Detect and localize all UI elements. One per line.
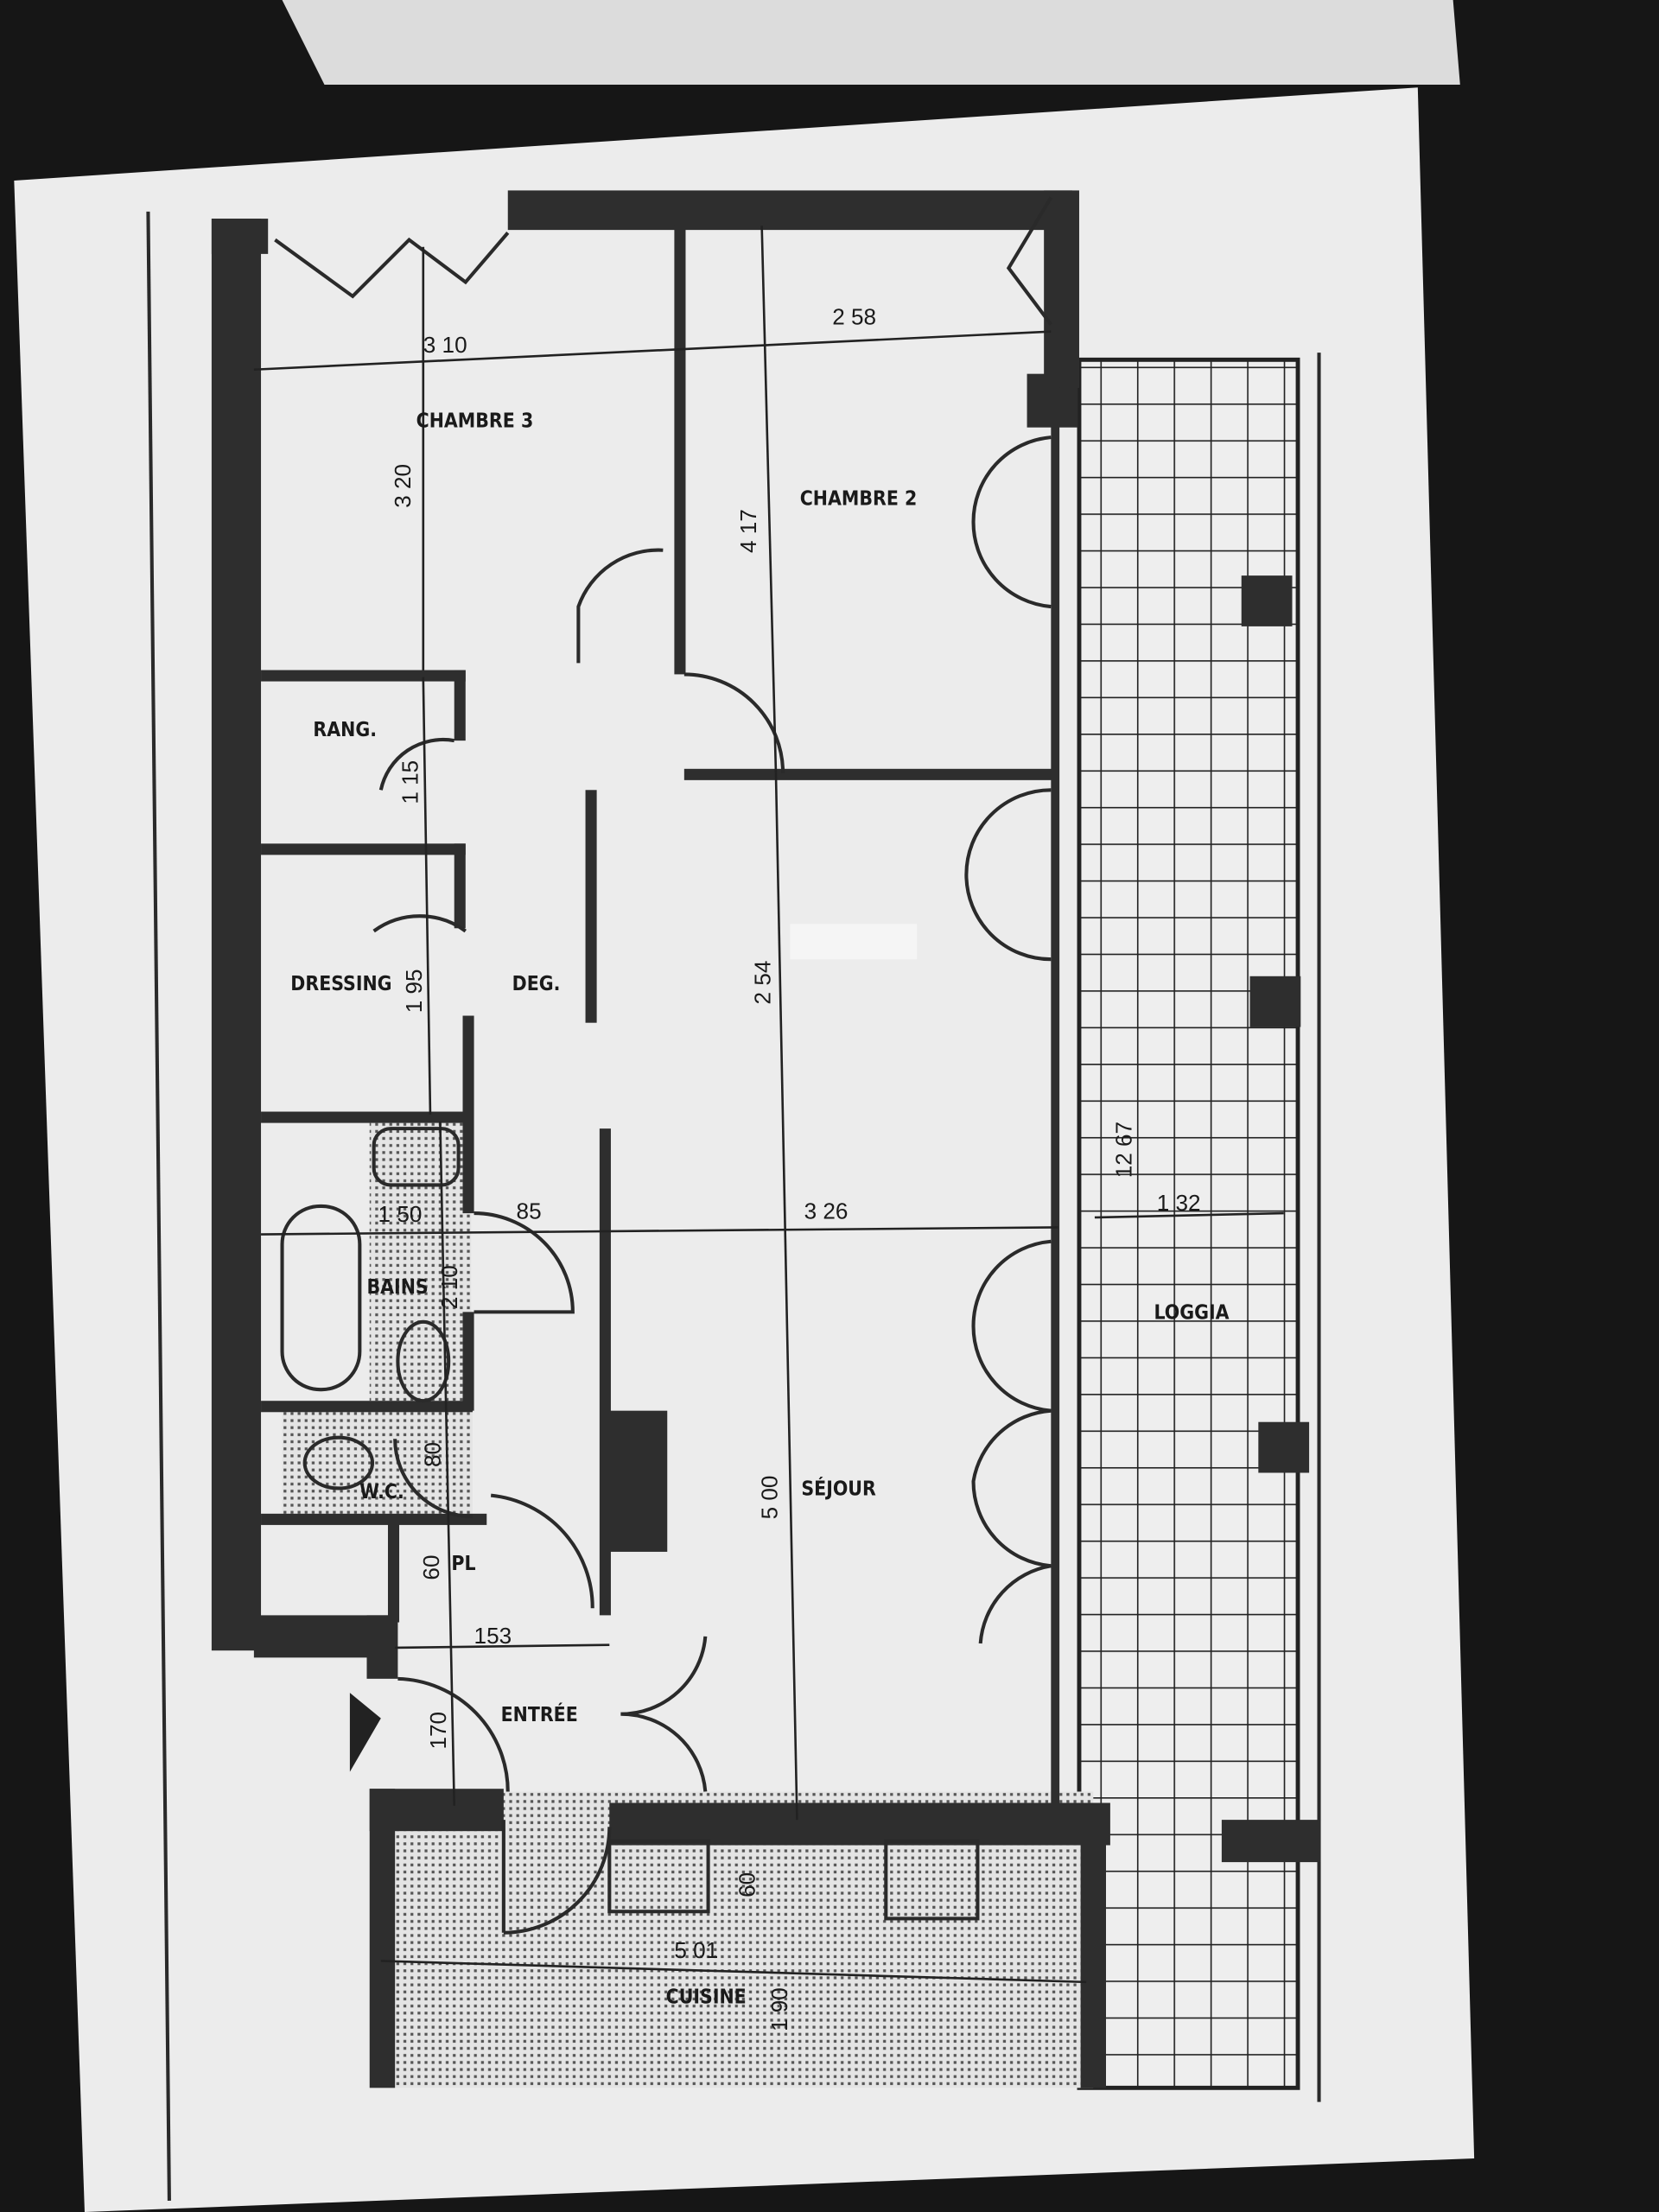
dim-rang-depth: 1 15 xyxy=(397,760,423,804)
room-label-cuisine: CUISINE xyxy=(666,1986,747,2008)
dim-cuisine-depth: 1 90 xyxy=(766,1987,792,2031)
bathroom-floor xyxy=(369,1121,472,1404)
room-label-bains: BAINS xyxy=(366,1276,428,1299)
dimension-lines xyxy=(253,226,1284,1984)
dim-deg-width: 85 xyxy=(517,1198,542,1224)
loggia-floor xyxy=(1077,357,1300,2090)
room-label-chambre-2: CHAMBRE 2 xyxy=(800,487,918,510)
room-label-sejour: SÉJOUR xyxy=(801,1477,876,1501)
wc-floor xyxy=(282,1410,473,1517)
entry-arrow-icon xyxy=(349,1693,381,1772)
dim-dressing-depth: 1 95 xyxy=(401,969,427,1013)
dim-pl-depth: 60 xyxy=(418,1555,444,1580)
dim-cuisine-counter: 60 xyxy=(734,1872,760,1897)
dim-cuisine-width: 5 01 xyxy=(674,1937,718,1963)
dim-chambre3-depth: 3 20 xyxy=(390,464,416,508)
room-label-dressing: DRESSING xyxy=(290,973,391,995)
room-label-rangement: RANG. xyxy=(313,719,377,741)
room-label-chambre-3: CHAMBRE 3 xyxy=(416,410,534,433)
paper-back-sheet xyxy=(282,0,1460,85)
dim-wc-depth: 80 xyxy=(419,1442,445,1467)
margin-line xyxy=(146,211,171,2201)
dim-sejour-width: 3 26 xyxy=(804,1198,849,1224)
kitchen-appliance-1 xyxy=(607,1839,710,1914)
room-label-loggia: LOGGIA xyxy=(1154,1302,1230,1325)
doors xyxy=(274,196,1053,1935)
dim-chambre2-depth: 4 17 xyxy=(735,509,761,553)
room-label-placard: PL xyxy=(451,1553,475,1575)
walls xyxy=(211,190,1110,2088)
tape-patch xyxy=(790,924,918,960)
sink-icon xyxy=(372,1127,461,1187)
dim-chambre3-width: 3 10 xyxy=(423,332,467,358)
room-label-wc: W.C. xyxy=(359,1481,404,1503)
dim-loggia-width: 1 32 xyxy=(1157,1190,1201,1216)
dim-loggia-length: 12 67 xyxy=(1110,1122,1136,1178)
toilet-icon xyxy=(302,1435,375,1491)
dim-entree-width: 153 xyxy=(474,1623,512,1649)
kitchen-appliance-2 xyxy=(884,1839,980,1921)
dim-entree-depth: 170 xyxy=(425,1712,451,1750)
dim-chambre2-width: 2 58 xyxy=(832,304,876,330)
dim-middle-depth: 2 54 xyxy=(749,961,775,1005)
dim-bains-width: 1 50 xyxy=(378,1201,423,1227)
dim-sejour-depth: 5 00 xyxy=(757,1476,783,1520)
room-label-degagement: DEG. xyxy=(512,973,561,995)
bidet-icon xyxy=(396,1319,451,1403)
dim-bains-depth: 2 10 xyxy=(436,1265,462,1309)
room-label-entree: ENTRÉE xyxy=(501,1702,578,1726)
bathtub-icon xyxy=(280,1204,362,1392)
